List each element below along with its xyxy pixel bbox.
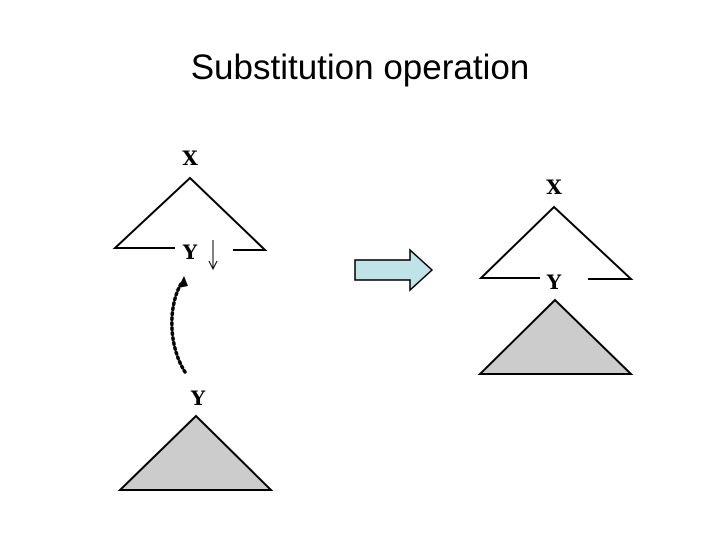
- right-substituted-node-label: Y: [546, 270, 562, 294]
- right-tree-root-label: X: [546, 175, 562, 199]
- dotted-curved-arrow-icon: [170, 276, 188, 374]
- down-arrow-icon: [208, 240, 218, 271]
- left-tree-root-label: X: [182, 146, 198, 170]
- right-derived-tree-outline: [478, 205, 634, 280]
- left-elementary-tree-outline: [112, 176, 268, 251]
- slide-title: Substitution operation: [190, 48, 530, 87]
- substituted-subtree-triangle: [477, 298, 634, 375]
- left-substitution-node-label: Y: [182, 240, 198, 264]
- right-block-arrow-icon: [354, 248, 434, 292]
- initial-tree-root-label: Y: [190, 386, 206, 410]
- initial-tree-triangle: [117, 414, 274, 491]
